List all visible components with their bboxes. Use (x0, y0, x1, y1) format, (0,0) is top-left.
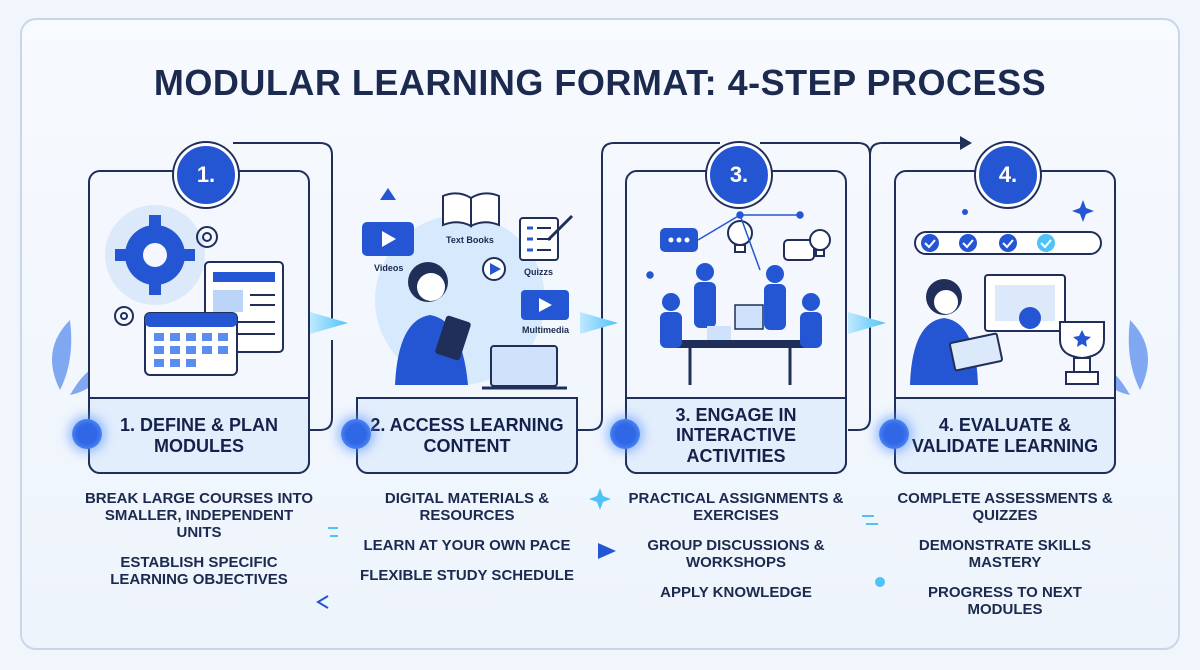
step-number-badge: 3. (707, 143, 771, 207)
step-label: 3. ENGAGE IN INTERACTIVE ACTIVITIES (625, 397, 847, 474)
arrow-right-icon (310, 312, 348, 334)
bullet-item: APPLY KNOWLEDGE (660, 583, 812, 601)
dash-icon (862, 515, 878, 525)
connector-2-3 (578, 142, 720, 431)
bullet-item: COMPLETE ASSESSMENTS & QUIZZES (897, 490, 1113, 524)
step-dot-marker (610, 419, 640, 449)
step-dot-marker (72, 419, 102, 449)
arrow-right-icon (580, 312, 618, 334)
sparkle-icon (589, 488, 611, 510)
arrow-head-icon (960, 136, 972, 150)
step-4-bullets: COMPLETE ASSESSMENTS & QUIZZES DEMONSTRA… (890, 490, 1120, 632)
step-label: 2. ACCESS LEARNING CONTENT (356, 397, 578, 474)
dash-icon (328, 527, 338, 537)
bullet-item: PROGRESS TO NEXT MODULES (928, 583, 1082, 618)
step-number-badge: 4. (976, 143, 1040, 207)
bullet-item: PRACTICAL ASSIGNMENTS & EXERCISES (628, 490, 844, 524)
arrow-right-icon (848, 312, 886, 334)
step-label: 4. EVALUATE & VALIDATE LEARNING (894, 397, 1116, 474)
step-3-bullets: PRACTICAL ASSIGNMENTS & EXERCISES GROUP … (621, 490, 851, 615)
step-label: 1. DEFINE & PLAN MODULES (88, 397, 310, 474)
bullet-item: FLEXIBLE STUDY SCHEDULE (360, 566, 574, 584)
bullet-item: LEARN AT YOUR OWN PACE (363, 536, 571, 554)
step-1-bullets: BREAK LARGE COURSES INTO SMALLER, INDEPE… (84, 490, 314, 602)
step-dot-marker (341, 419, 371, 449)
bullet-item: BREAK LARGE COURSES INTO SMALLER, INDEPE… (84, 490, 314, 541)
bullet-item: GROUP DISCUSSIONS & WORKSHOPS (647, 536, 825, 571)
dot-icon (875, 577, 885, 587)
page-title: MODULAR LEARNING FORMAT: 4-STEP PROCESS (153, 62, 1047, 103)
leaf-icon (1128, 320, 1148, 390)
connector-1-2-bottom (310, 340, 333, 431)
bullet-item: DIGITAL MATERIALS & RESOURCES (384, 490, 550, 524)
step-2-bullets: DIGITAL MATERIALS & RESOURCES LEARN AT Y… (352, 490, 582, 598)
bullet-item: ESTABLISH SPECIFIC LEARNING OBJECTIVES (110, 553, 288, 588)
bullet-item: DEMONSTRATE SKILLS MASTERY (918, 536, 1092, 571)
flow-arrows (310, 136, 972, 334)
leaf-icon (52, 320, 72, 390)
connector-1-2-top (233, 142, 333, 322)
sparkles (328, 488, 885, 587)
play-triangle-icon (598, 543, 616, 559)
connector-3-4 (848, 142, 965, 431)
step-dot-marker (879, 419, 909, 449)
step-number-badge: 1. (174, 143, 238, 207)
chevron-left-icon (316, 595, 329, 609)
